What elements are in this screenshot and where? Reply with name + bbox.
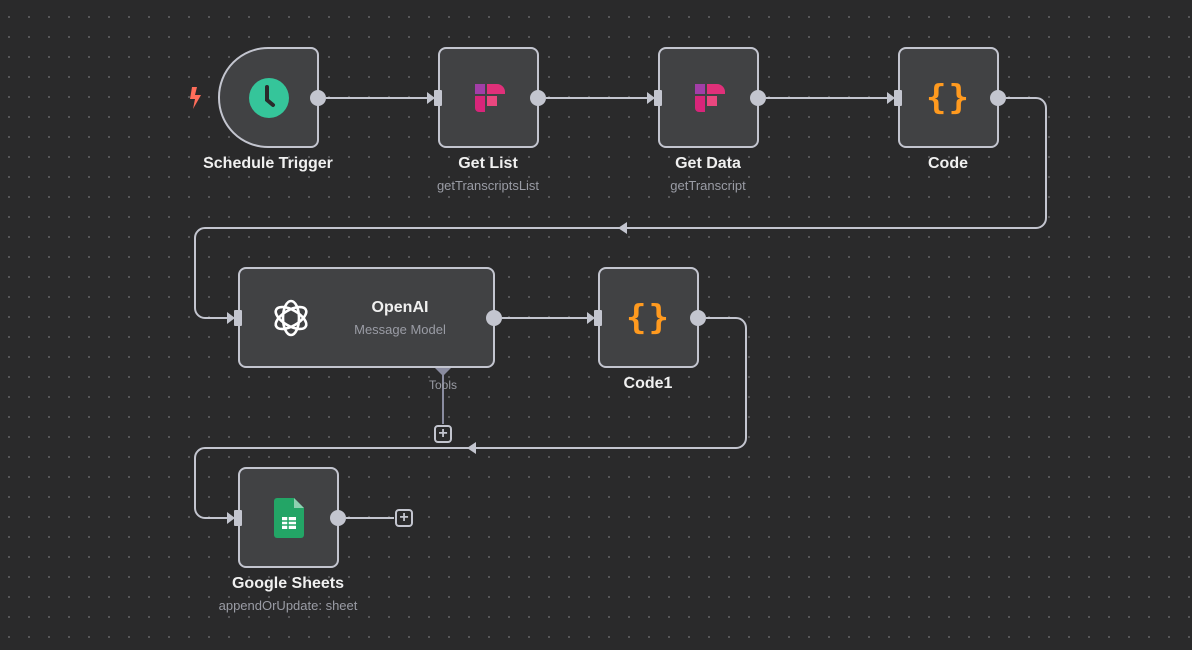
node-label: Google Sheets: [231, 575, 345, 592]
fireflies-icon: [474, 83, 505, 112]
code-braces-icon: {}: [626, 297, 671, 338]
fireflies-icon: [694, 83, 725, 112]
node-code1[interactable]: {}: [598, 267, 699, 368]
output-handle[interactable]: [750, 90, 766, 106]
arrow-icon: [227, 312, 235, 324]
arrow-icon: [587, 312, 595, 324]
arrow-icon: [227, 512, 235, 524]
arrow-icon: [647, 92, 655, 104]
node-label: OpenAI: [371, 299, 429, 316]
node-get-data[interactable]: [658, 47, 759, 148]
input-handle[interactable]: [654, 90, 662, 106]
input-handle[interactable]: [434, 90, 442, 106]
node-subtitle: appendOrUpdate: sheet: [218, 598, 358, 613]
node-google-sheets[interactable]: [238, 467, 339, 568]
output-handle[interactable]: [990, 90, 1006, 106]
node-label: Schedule Trigger: [203, 155, 333, 172]
output-handle[interactable]: [690, 310, 706, 326]
node-subtitle: getTranscriptsList: [436, 178, 540, 193]
node-label: Get Data: [675, 155, 741, 172]
output-handle[interactable]: [330, 510, 346, 526]
node-code[interactable]: {}: [898, 47, 999, 148]
node-get-list[interactable]: [438, 47, 539, 148]
openai-icon: [274, 299, 308, 336]
node-subtitle: Message Model: [354, 322, 446, 337]
input-handle[interactable]: [594, 310, 602, 326]
arrow-icon: [467, 442, 476, 454]
tools-label: Tools: [428, 378, 457, 392]
trigger-bolt-icon: [190, 87, 201, 109]
output-handle[interactable]: [530, 90, 546, 106]
input-handle[interactable]: [234, 510, 242, 526]
input-handle[interactable]: [894, 90, 902, 106]
arrow-icon: [427, 92, 435, 104]
arrow-icon: [887, 92, 895, 104]
google-sheets-icon: [273, 497, 304, 538]
add-tool-button[interactable]: +: [434, 425, 452, 443]
output-handle[interactable]: [486, 310, 502, 326]
add-node-button[interactable]: +: [395, 509, 413, 527]
node-label: Get List: [458, 155, 518, 172]
arrow-icon: [618, 222, 627, 234]
clock-icon: [248, 77, 289, 118]
output-handle[interactable]: [310, 90, 326, 106]
node-label: Code1: [623, 375, 673, 392]
node-label: Code: [928, 155, 968, 172]
node-schedule-trigger[interactable]: [218, 47, 319, 148]
code-braces-icon: {}: [926, 77, 971, 118]
node-subtitle: getTranscript: [670, 178, 746, 193]
node-openai[interactable]: OpenAI Message Model: [238, 267, 495, 368]
input-handle[interactable]: [234, 310, 242, 326]
